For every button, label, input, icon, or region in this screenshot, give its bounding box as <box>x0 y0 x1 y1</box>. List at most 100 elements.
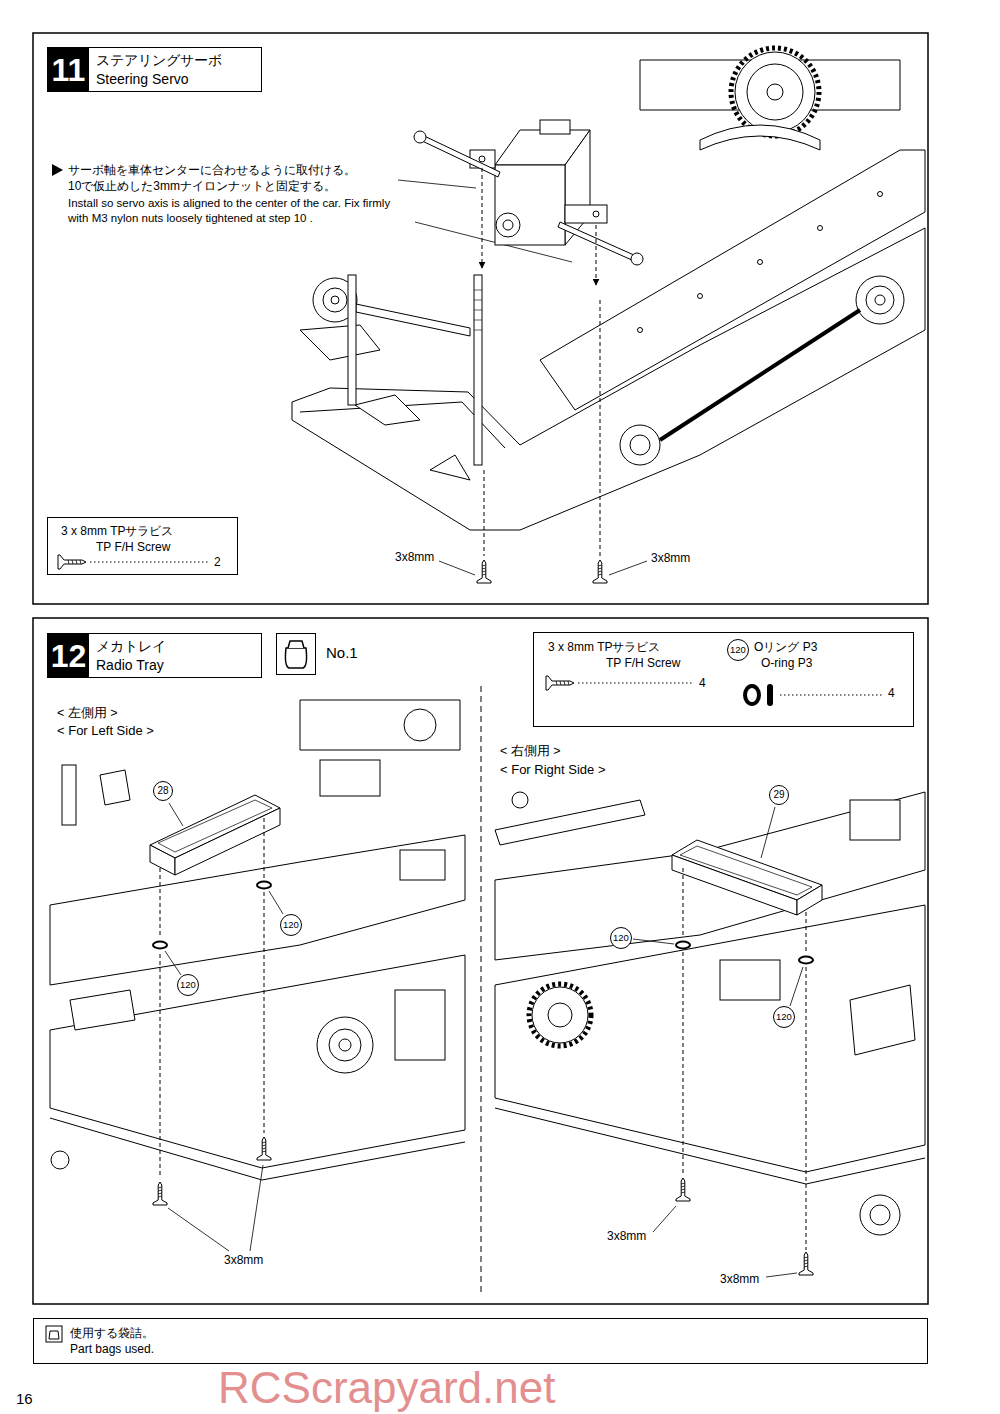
screw-illustration <box>799 1252 813 1275</box>
screw-illustration <box>676 1178 690 1201</box>
bag-icon <box>285 648 306 668</box>
parts-box: 3 x 8mm TPサラビスTP F/H Screw4Oリング P3O-ring… <box>533 632 914 727</box>
screw-illustration <box>676 1178 813 1275</box>
callout-number: 120 <box>610 927 633 950</box>
callout-number: 120 <box>177 974 200 997</box>
bag-number: No.1 <box>326 644 358 662</box>
assembly-note-en: Install so servo axis is aligned to the … <box>68 196 413 226</box>
screw-illustration <box>593 560 607 583</box>
assembly-guide-line <box>806 967 807 1250</box>
part-name-en: TP F/H Screw <box>96 540 170 554</box>
divider-line <box>481 686 482 1295</box>
assembly-guide-line <box>596 225 597 285</box>
screw-illustration <box>153 1137 271 1205</box>
callout-number-text: 120 <box>613 933 629 943</box>
chassis-illustration <box>150 845 175 875</box>
leader-line <box>653 1206 676 1232</box>
chassis-illustration <box>700 125 820 150</box>
assembly-note-ja: サーボ軸を車体センターに合わせるように取付ける。 10で仮止めした3mmナイロン… <box>68 162 368 194</box>
leader-line <box>269 891 283 914</box>
leader-line <box>766 1273 797 1277</box>
chassis-illustration <box>323 288 347 312</box>
chassis-illustration <box>300 325 380 360</box>
chassis-illustration <box>818 226 823 231</box>
leader-line <box>633 939 674 944</box>
chassis-illustration <box>292 48 925 530</box>
bag-icon <box>288 641 304 648</box>
bag-icon <box>46 1326 62 1342</box>
side-heading-ja: < 右側用 > <box>500 744 561 760</box>
callout-number: 29 <box>769 785 789 805</box>
chassis-illustration <box>850 985 915 1055</box>
part-name-ja: Oリング P3 <box>754 640 817 654</box>
callout-number: 120 <box>280 914 303 937</box>
step-title-box: 12 メカトレイ Radio Tray <box>47 633 262 678</box>
chassis-illustration <box>495 792 925 960</box>
leader-line <box>790 967 803 1006</box>
chassis-illustration <box>496 213 520 237</box>
chassis-illustration <box>320 760 380 796</box>
chassis-illustration <box>850 800 900 840</box>
bag-icon <box>49 1331 59 1339</box>
callout-number-text: 120 <box>730 645 746 655</box>
leader-line <box>165 803 283 1251</box>
o-ring-illustration <box>153 882 271 949</box>
chassis-illustration <box>418 134 500 177</box>
o-ring-illustration <box>676 942 690 949</box>
chassis-illustration <box>735 52 815 132</box>
part-name-en: O-ring P3 <box>761 656 812 670</box>
assembly-guide-line <box>264 818 265 878</box>
note-pointer <box>52 164 63 176</box>
chassis-illustration <box>638 328 643 333</box>
step-title-ja: メカトレイ <box>96 638 166 655</box>
chassis-illustration <box>698 294 703 299</box>
assembly-guide-line <box>600 300 601 556</box>
step-title-en: Radio Tray <box>96 657 164 674</box>
callout-number: 120 <box>727 639 750 662</box>
chassis-illustration <box>414 131 426 143</box>
chassis-illustration <box>565 205 607 223</box>
chassis-illustration <box>672 855 797 915</box>
chassis-illustration <box>680 846 812 895</box>
panel-frame <box>33 33 928 1304</box>
assembly-guide-line <box>160 868 161 936</box>
chassis-illustration <box>400 850 445 880</box>
chassis-illustration <box>631 253 643 265</box>
step-number: 11 <box>48 48 89 91</box>
chassis-illustration <box>503 220 513 230</box>
parts-icon <box>578 683 694 684</box>
panel-frame <box>33 618 928 1304</box>
part-quantity: 4 <box>699 676 706 690</box>
footer-note-ja: 使用する袋詰。 <box>70 1326 154 1340</box>
chassis-illustration <box>529 984 591 1046</box>
chassis-illustration <box>540 120 570 134</box>
leader-line <box>168 1208 229 1251</box>
chassis-illustration <box>317 1017 373 1073</box>
assembly-guide-line <box>482 168 600 556</box>
step-number: 12 <box>48 634 89 677</box>
parts-icon <box>546 676 574 690</box>
leader-line <box>439 561 647 575</box>
chassis-illustration <box>51 1151 69 1169</box>
chassis-illustration <box>660 310 860 440</box>
callout-number-text: 120 <box>776 1012 792 1022</box>
assembly-guide-line <box>683 868 684 938</box>
leader-line <box>633 807 803 1277</box>
chassis-illustration <box>548 1003 572 1027</box>
bag-icon-box: No.1 <box>276 633 316 675</box>
o-ring-illustration <box>676 942 813 964</box>
chassis-illustration <box>355 395 420 425</box>
assembly-guide-line <box>683 952 684 1176</box>
screw-size: 3x8mm <box>222 1253 265 1268</box>
parts-icon <box>767 684 773 706</box>
assembly-guide-line <box>484 470 485 556</box>
parts-icon <box>745 686 759 704</box>
chassis-illustration <box>300 700 460 750</box>
screw-size: 3x8mm <box>393 550 436 565</box>
chassis-illustration <box>797 885 822 915</box>
assembly-guide-line <box>806 912 807 953</box>
chassis-illustration <box>870 1205 890 1225</box>
assembly-guide-line <box>264 892 265 1133</box>
